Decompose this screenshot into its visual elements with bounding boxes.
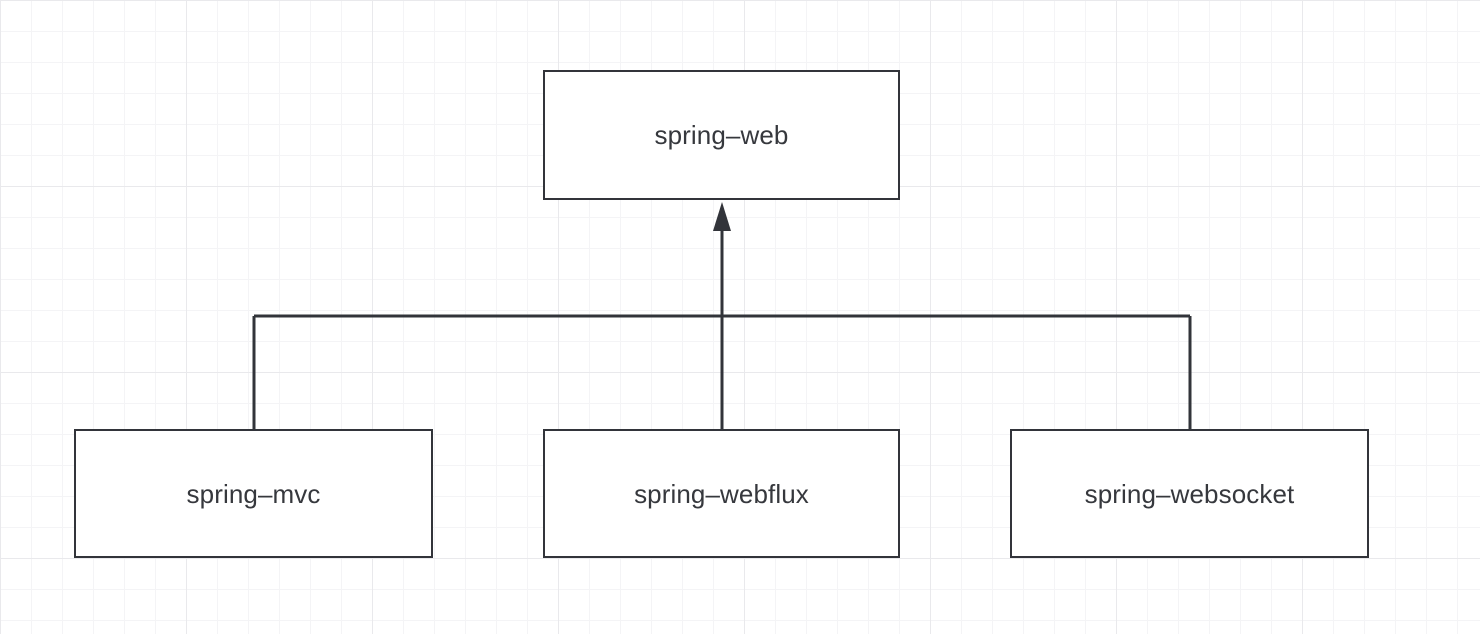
node-spring-web-label: spring–web — [654, 120, 789, 150]
node-spring-websocket-label: spring–websocket — [1084, 478, 1295, 509]
node-spring-websocket[interactable]: spring–websocket — [1010, 429, 1369, 558]
node-spring-mvc[interactable]: spring–mvc — [74, 429, 433, 558]
node-spring-webflux[interactable]: spring–webflux — [543, 429, 900, 558]
node-spring-webflux-label: spring–webflux — [634, 478, 809, 509]
node-spring-web[interactable]: spring–web — [543, 70, 900, 200]
arrowhead-icon — [713, 202, 731, 231]
node-spring-mvc-label: spring–mvc — [186, 478, 321, 509]
